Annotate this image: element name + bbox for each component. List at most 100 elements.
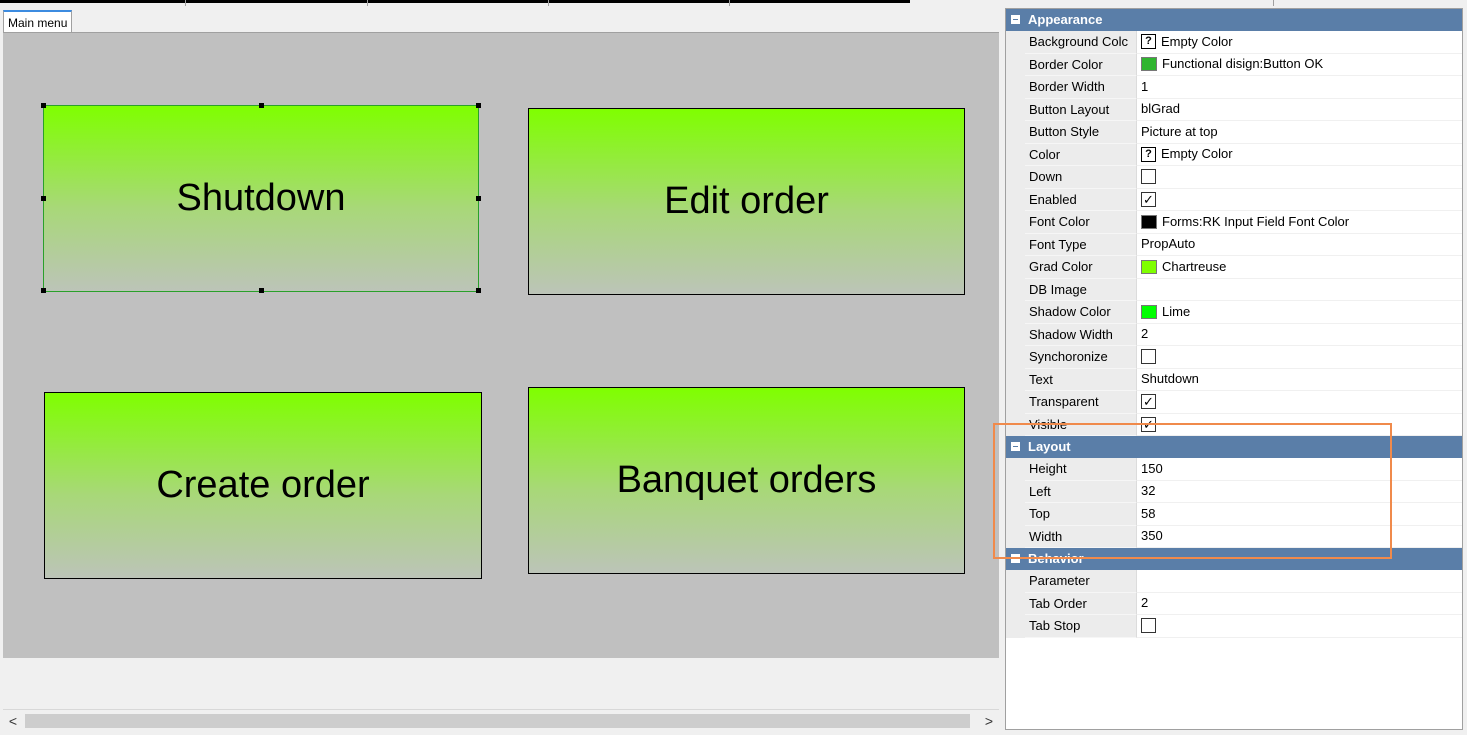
property-value[interactable]: [1136, 413, 1462, 436]
row-gutter: [1006, 391, 1025, 414]
resize-handle[interactable]: [476, 103, 481, 108]
property-row[interactable]: Enabled: [1006, 188, 1462, 211]
property-value[interactable]: [1136, 570, 1462, 593]
property-value[interactable]: ?Empty Color: [1136, 31, 1462, 54]
property-value[interactable]: [1136, 166, 1462, 189]
property-value[interactable]: Forms:RK Input Field Font Color: [1136, 211, 1462, 234]
property-checkbox[interactable]: [1141, 189, 1156, 211]
row-gutter: [1006, 188, 1025, 211]
property-value-text: 32: [1141, 483, 1156, 499]
color-swatch-icon: [1141, 259, 1157, 274]
property-row[interactable]: DB Image: [1006, 278, 1462, 301]
property-row[interactable]: Synchoronize: [1006, 346, 1462, 369]
create-order-button-label: Create order: [156, 464, 370, 506]
property-name: Border Width: [1025, 76, 1136, 99]
resize-handle[interactable]: [259, 288, 264, 293]
category-layout[interactable]: Layout: [1006, 436, 1462, 458]
property-name: Enabled: [1025, 188, 1136, 211]
property-value[interactable]: Picture at top: [1136, 121, 1462, 144]
property-checkbox[interactable]: [1141, 414, 1156, 436]
property-row[interactable]: Down: [1006, 166, 1462, 189]
property-row[interactable]: Background Colc?Empty Color: [1006, 31, 1462, 54]
resize-handle[interactable]: [41, 196, 46, 201]
property-row[interactable]: Visible: [1006, 413, 1462, 436]
category-appearance[interactable]: Appearance: [1006, 9, 1462, 31]
property-value[interactable]: [1136, 346, 1462, 369]
collapse-icon[interactable]: [1011, 554, 1020, 563]
resize-handle[interactable]: [476, 288, 481, 293]
property-name: Synchoronize: [1025, 346, 1136, 369]
property-value[interactable]: 2: [1136, 592, 1462, 615]
property-row[interactable]: Border Width 1: [1006, 76, 1462, 99]
shutdown-button[interactable]: Shutdown: [43, 105, 479, 292]
property-row[interactable]: Transparent: [1006, 391, 1462, 414]
property-checkbox[interactable]: [1141, 169, 1156, 185]
property-name: DB Image: [1025, 278, 1136, 301]
property-value[interactable]: Functional disign:Button OK: [1136, 53, 1462, 76]
resize-handle[interactable]: [41, 288, 46, 293]
property-value[interactable]: 350: [1136, 525, 1462, 548]
property-value[interactable]: [1136, 391, 1462, 414]
scroll-thumb[interactable]: [25, 714, 970, 728]
property-value[interactable]: Chartreuse: [1136, 256, 1462, 279]
create-order-button[interactable]: Create order: [44, 392, 482, 579]
horizontal-scrollbar[interactable]: < >: [3, 709, 999, 732]
resize-handle[interactable]: [476, 196, 481, 201]
resize-handle[interactable]: [41, 103, 46, 108]
collapse-icon[interactable]: [1011, 442, 1020, 451]
property-value[interactable]: 150: [1136, 458, 1462, 481]
collapse-icon[interactable]: [1011, 15, 1020, 24]
property-name: Tab Order: [1025, 592, 1136, 615]
property-value[interactable]: [1136, 615, 1462, 638]
category-behavior[interactable]: Behavior: [1006, 548, 1462, 570]
property-value-text: Forms:RK Input Field Font Color: [1162, 213, 1350, 229]
property-name: Button Layout: [1025, 98, 1136, 121]
property-value[interactable]: [1136, 278, 1462, 301]
property-value[interactable]: blGrad: [1136, 98, 1462, 121]
resize-handle[interactable]: [259, 103, 264, 108]
property-value[interactable]: 2: [1136, 323, 1462, 346]
property-value-text: 1: [1141, 78, 1149, 94]
property-row[interactable]: Color?Empty Color: [1006, 143, 1462, 166]
property-checkbox[interactable]: [1141, 391, 1156, 413]
property-row[interactable]: Tab Stop: [1006, 615, 1462, 638]
property-value[interactable]: PropAuto: [1136, 233, 1462, 256]
property-name: Height: [1025, 458, 1136, 481]
property-value-text: Lime: [1162, 303, 1191, 319]
property-value[interactable]: 58: [1136, 503, 1462, 526]
property-value[interactable]: 1: [1136, 76, 1462, 99]
scroll-right-icon[interactable]: >: [984, 713, 994, 729]
property-value[interactable]: Lime: [1136, 301, 1462, 324]
scroll-left-icon[interactable]: <: [8, 713, 18, 729]
property-checkbox[interactable]: [1141, 349, 1156, 365]
row-gutter: [1006, 592, 1025, 615]
property-value[interactable]: Shutdown: [1136, 368, 1462, 391]
tab-main-menu[interactable]: Main menu: [3, 10, 73, 32]
property-value[interactable]: 32: [1136, 480, 1462, 503]
property-value[interactable]: [1136, 188, 1462, 211]
property-name: Grad Color: [1025, 256, 1136, 279]
property-row[interactable]: Parameter: [1006, 570, 1462, 593]
property-checkbox[interactable]: [1141, 618, 1156, 634]
row-gutter: [1006, 233, 1025, 256]
property-value-text: PropAuto: [1141, 236, 1196, 252]
property-value-text: 350: [1141, 528, 1163, 544]
banquet-orders-button[interactable]: Banquet orders: [528, 387, 965, 574]
property-value[interactable]: ?Empty Color: [1136, 143, 1462, 166]
edit-order-button[interactable]: Edit order: [528, 108, 965, 295]
